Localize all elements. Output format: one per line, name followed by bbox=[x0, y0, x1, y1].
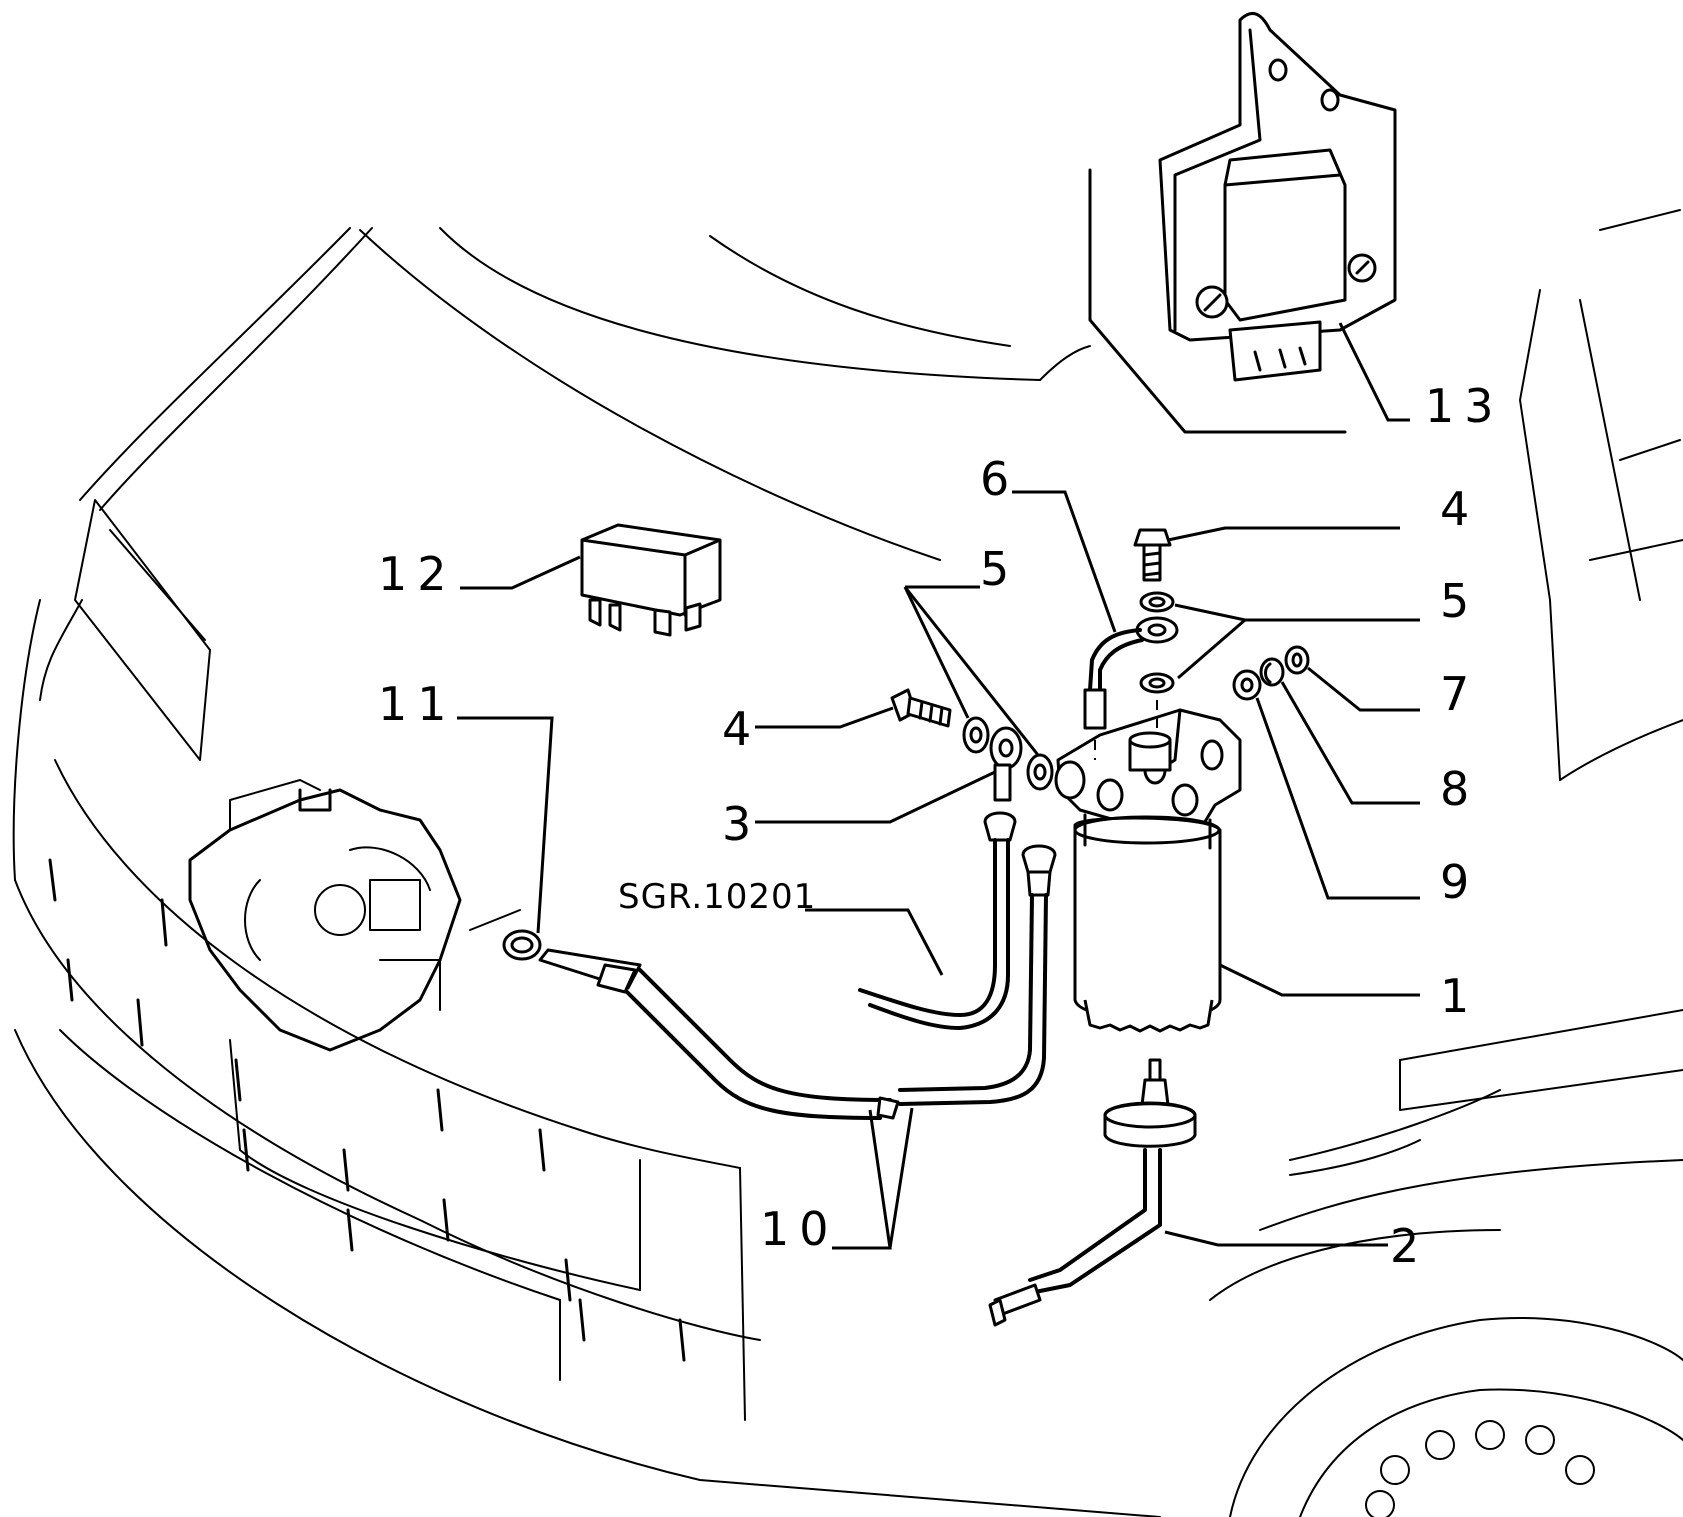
top-fittings bbox=[1083, 528, 1179, 760]
callout-11: 11 bbox=[378, 677, 457, 731]
fuel-pipes-10 bbox=[502, 811, 1057, 1120]
callout-2: 2 bbox=[1390, 1219, 1429, 1273]
callout-12: 12 bbox=[378, 547, 457, 601]
callout-6: 6 bbox=[980, 452, 1019, 506]
relay-module-13 bbox=[1088, 11, 1397, 434]
callout-4-left: 4 bbox=[722, 702, 761, 756]
reference-code: SGR.10201 bbox=[618, 877, 816, 917]
callout-1: 1 bbox=[1440, 969, 1479, 1023]
vehicle-body-outline bbox=[12, 209, 1683, 1517]
engine-block bbox=[188, 779, 521, 1052]
callout-5-left: 5 bbox=[980, 542, 1019, 596]
callout-10: 10 bbox=[760, 1202, 839, 1256]
callout-8: 8 bbox=[1440, 762, 1479, 816]
grille-slots bbox=[48, 858, 686, 1362]
callout-labels: 1 2 3 4 4 5 5 6 7 8 9 10 11 12 13 SGR.10… bbox=[378, 379, 1504, 1273]
callout-5-right: 5 bbox=[1440, 574, 1479, 628]
water-sensor-2 bbox=[988, 1058, 1197, 1327]
callout-3: 3 bbox=[722, 797, 761, 851]
callout-13: 13 bbox=[1425, 379, 1504, 433]
left-fittings bbox=[890, 688, 1054, 802]
fuel-filter-1 bbox=[1054, 708, 1242, 1033]
callout-9: 9 bbox=[1440, 855, 1479, 909]
relay-12 bbox=[580, 523, 722, 637]
small-hardware bbox=[1232, 645, 1310, 701]
leader-lines bbox=[457, 322, 1420, 1250]
callout-4-top: 4 bbox=[1440, 482, 1479, 536]
callout-7: 7 bbox=[1440, 667, 1479, 721]
